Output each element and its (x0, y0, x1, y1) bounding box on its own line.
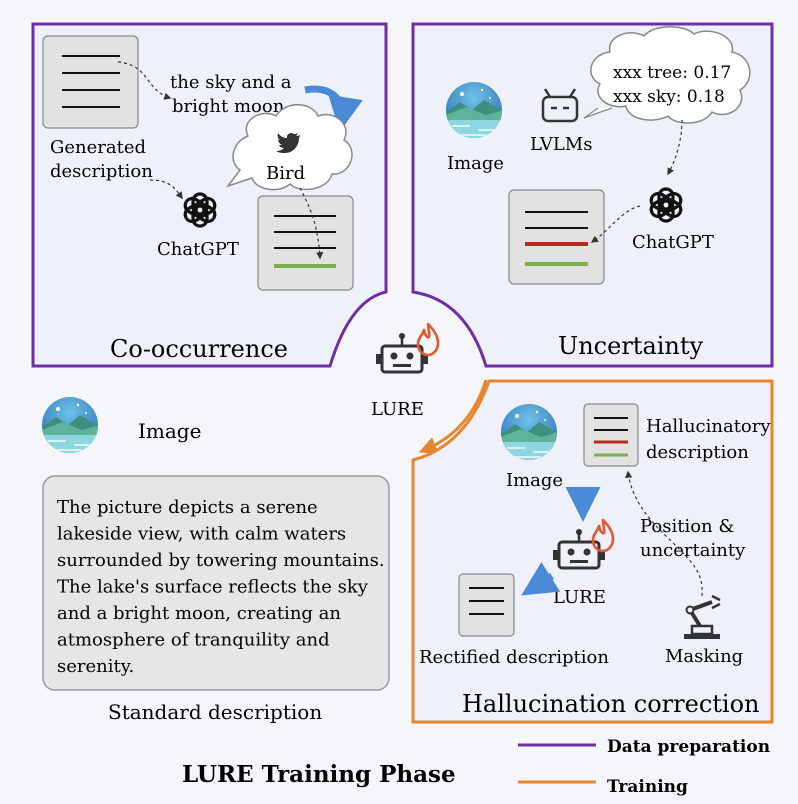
document-icon (583, 403, 639, 467)
score-cloud: xxx tree: 0.17 xxx sky: 0.18 (583, 26, 751, 124)
standard-section: Image The picture depicts a serene lakesi… (40, 395, 390, 724)
position-label-2: uncertainty (640, 540, 746, 561)
std-image-label: Image (138, 419, 201, 443)
co-occurrence-panel: the sky and a bright moon Generated desc… (31, 22, 388, 368)
document-icon (257, 195, 354, 291)
standard-description-line: serenity. (57, 656, 134, 677)
masking-label: Masking (665, 646, 743, 667)
legend-label-training: Training (607, 777, 688, 797)
score-1: xxx tree: 0.17 (613, 63, 731, 83)
legend: Data preparation Training (518, 737, 770, 797)
correction-title: Hallucination correction (462, 690, 760, 718)
corr-lure-label: LURE (553, 587, 606, 608)
uncertainty-title: Uncertainty (558, 332, 704, 360)
generated-label-1: Generated (50, 137, 146, 158)
flame-icon (416, 322, 440, 357)
standard-description-line: surrounded by towering mountains. (57, 550, 385, 571)
standard-description-line: The lake's surface reflects the sky (57, 577, 369, 598)
standard-description-line: lakeside view, with calm waters (57, 524, 346, 545)
corr-image-label: Image (506, 470, 563, 491)
position-label-1: Position & (640, 516, 734, 537)
co-occurrence-title: Co-occurrence (110, 335, 288, 363)
left-arrow (521, 561, 561, 596)
document-icon (458, 573, 515, 637)
robotic-arm-icon (684, 594, 721, 639)
lvlm-label: LVLMs (530, 134, 592, 155)
standard-description-line: and a bright moon, creating an (57, 603, 341, 624)
document-icon (42, 35, 139, 129)
hallucinatory-label-1: Hallucinatory (646, 416, 771, 437)
co-chatgpt-label: ChatGPT (157, 239, 239, 260)
rectified-label: Rectified description (419, 647, 609, 668)
page-title: LURE Training Phase (182, 761, 456, 788)
score-2: xxx sky: 0.18 (613, 87, 725, 107)
landscape-image-icon (40, 395, 100, 457)
standard-description-line: atmosphere of tranquility and (57, 630, 330, 651)
document-icon (508, 189, 605, 285)
twitter-bird-icon (276, 132, 300, 153)
unc-chatgpt-label: ChatGPT (632, 232, 714, 253)
standard-description-line: The picture depicts a serene (57, 497, 318, 518)
legend-label-data-preparation: Data preparation (607, 737, 770, 757)
lure-center: LURE (371, 322, 488, 455)
co-phrase-2: bright moon (172, 96, 285, 117)
standard-caption: Standard description (108, 700, 322, 724)
curved-arrow-icon (304, 85, 363, 132)
hallucinatory-label-2: description (646, 442, 749, 463)
bird-cloud: Bird (225, 104, 353, 191)
uncertainty-panel: Image LVLMs xxx tree: 0.17 xxx sky: 0.18… (411, 22, 774, 368)
unc-image-label: Image (447, 153, 504, 174)
bird-label: Bird (266, 163, 305, 184)
lure-center-label: LURE (371, 399, 424, 420)
standard-description-text: The picture depicts a serene lakeside vie… (57, 497, 385, 677)
robot-face-icon (541, 88, 579, 123)
generated-label-2: description (50, 161, 153, 182)
correction-panel: Image Hallucinatory description LURE Rec… (411, 379, 774, 724)
co-phrase-1: the sky and a (170, 72, 292, 93)
standard-description-box (42, 475, 390, 691)
